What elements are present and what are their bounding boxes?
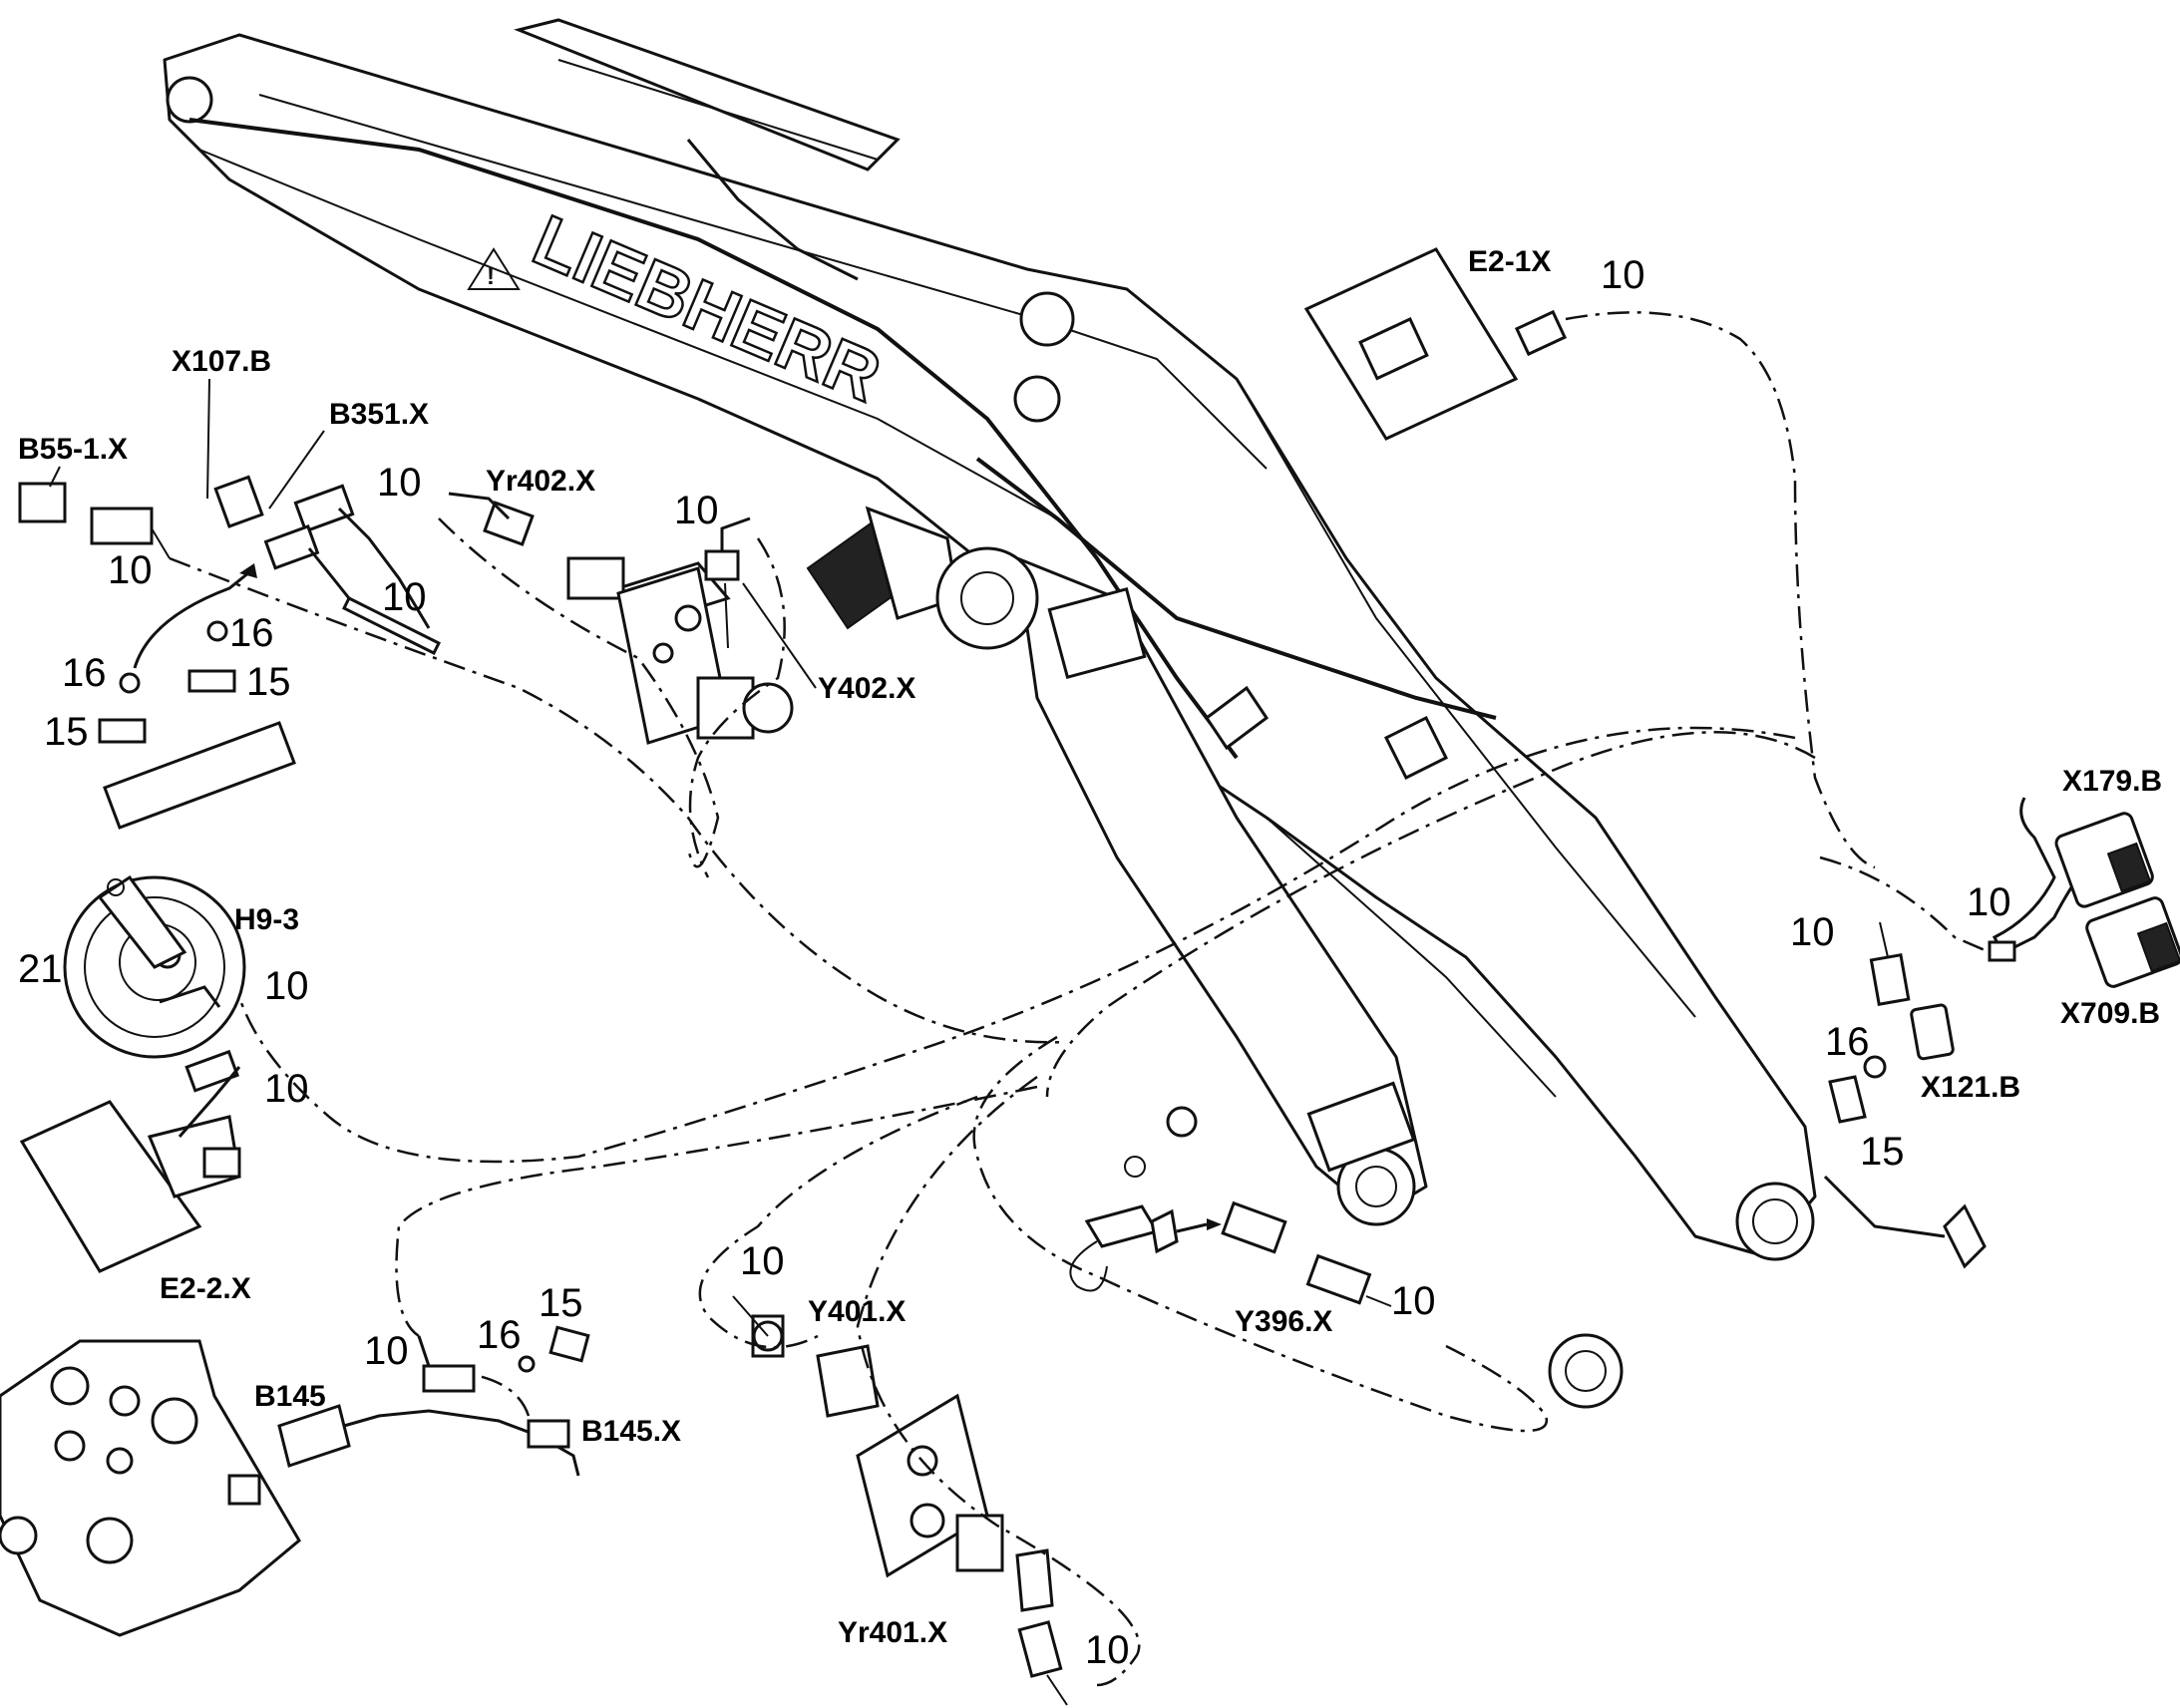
label-x709b: X709.B [2060,997,2160,1030]
callout-10: 10 [1391,1279,1436,1323]
boom-valve-cluster [806,506,1987,1269]
callout-15: 15 [539,1281,583,1325]
callout-10: 10 [1085,1628,1130,1672]
callout-10: 10 [1790,910,1835,954]
callout-10: 10 [364,1329,409,1373]
excavator-boom: ! LIEBHERR [163,18,1817,1409]
label-yr401x: Yr401.X [838,1616,947,1649]
label-e2-2x: E2-2.X [160,1272,251,1305]
label-b145: B145 [254,1380,326,1413]
label-b145x: B145.X [581,1415,681,1448]
connector-group-x179-x709 [1988,797,2180,988]
connector-x121b [1828,921,1955,1124]
label-x121b: X121.B [1921,1071,2020,1104]
label-x179b: X179.B [2062,765,2162,798]
horn-h9-3 [63,874,246,1093]
label-e2-1x: E2-1X [1468,245,1551,278]
routing-wires [169,311,1991,1687]
callout-10: 10 [108,548,153,592]
label-b351x: B351.X [329,398,429,431]
label-b55-1x: B55-1.X [18,433,128,466]
callout-10: 10 [377,461,422,505]
label-x107b: X107.B [172,345,271,378]
solenoid-valve-y402 [448,492,794,745]
label-y401x: Y401.X [808,1295,906,1328]
connector-y396 [1069,1106,1392,1307]
callout-16: 16 [477,1313,522,1357]
callout-15: 15 [1860,1130,1905,1174]
callout-10: 10 [382,575,427,619]
callout-21: 21 [18,947,63,991]
connector-group-b55-b351 [18,475,442,830]
label-y402x: Y402.X [818,672,915,705]
solenoid-valve-y401 [732,1295,1068,1706]
label-h9-3: H9-3 [234,903,299,936]
callout-16: 16 [1825,1020,1870,1064]
callout-10: 10 [740,1239,785,1283]
callout-15: 15 [44,710,89,754]
svg-text:!: ! [487,263,495,290]
callout-16: 16 [62,651,107,695]
label-y396x: Y396.X [1235,1305,1332,1338]
work-light-e2-1x [1303,247,1568,441]
control-block-b145 [0,1325,590,1637]
callout-16: 16 [229,611,274,655]
callout-10: 10 [264,964,309,1008]
callout-10: 10 [1967,880,2011,924]
work-light-e2-2x [19,1066,241,1273]
label-yr402x: Yr402.X [486,465,595,498]
callout-10: 10 [674,489,719,532]
callout-15: 15 [246,660,291,704]
callout-10: 10 [1601,253,1645,297]
